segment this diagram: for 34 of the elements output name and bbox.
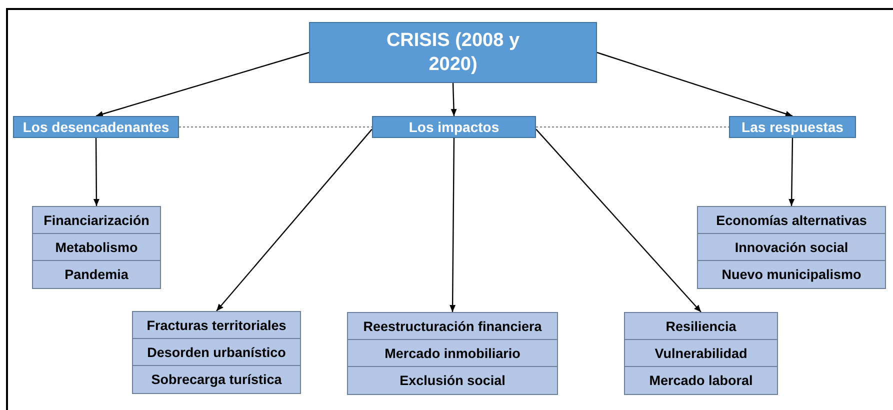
list-box — [697, 206, 886, 289]
arrow — [450, 82, 457, 116]
list-box — [132, 311, 301, 394]
list-box — [624, 312, 778, 395]
list-item: Desorden urbanístico — [133, 339, 300, 366]
list-box — [32, 206, 161, 289]
list-box — [347, 312, 558, 395]
list-item: Vulnerabilidad — [625, 340, 777, 367]
list-item: Mercado inmobiliario — [348, 340, 557, 367]
arrow — [788, 138, 795, 206]
arrow — [450, 138, 456, 312]
list-item: Sobrecarga turística — [133, 366, 300, 393]
list-item: Economías alternativas — [698, 207, 885, 234]
list-item: Pandemia — [33, 261, 160, 288]
arrow — [216, 128, 372, 312]
arrow — [536, 128, 702, 312]
list-item: Resiliencia — [625, 313, 777, 340]
category-box: Los impactos — [372, 116, 536, 138]
list-item: Mercado laboral — [625, 367, 777, 394]
dotted-connector — [536, 126, 730, 128]
category-box: Los desencadenantes — [13, 116, 179, 138]
list-item: Exclusión social — [348, 367, 557, 394]
list-item: Innovación social — [698, 234, 885, 261]
list-item: Fracturas territoriales — [133, 312, 300, 339]
list-item: Reestructuración financiera — [348, 313, 557, 340]
list-item: Nuevo municipalismo — [698, 261, 885, 288]
arrow — [596, 52, 793, 117]
category-box: Las respuestas — [729, 116, 856, 138]
arrow — [93, 138, 100, 206]
dotted-connector — [178, 126, 372, 128]
list-item: Financiarización — [33, 207, 160, 234]
list-item: Metabolismo — [33, 234, 160, 261]
arrow — [96, 52, 310, 117]
category-box: CRISIS (2008 y 2020) — [309, 22, 597, 83]
